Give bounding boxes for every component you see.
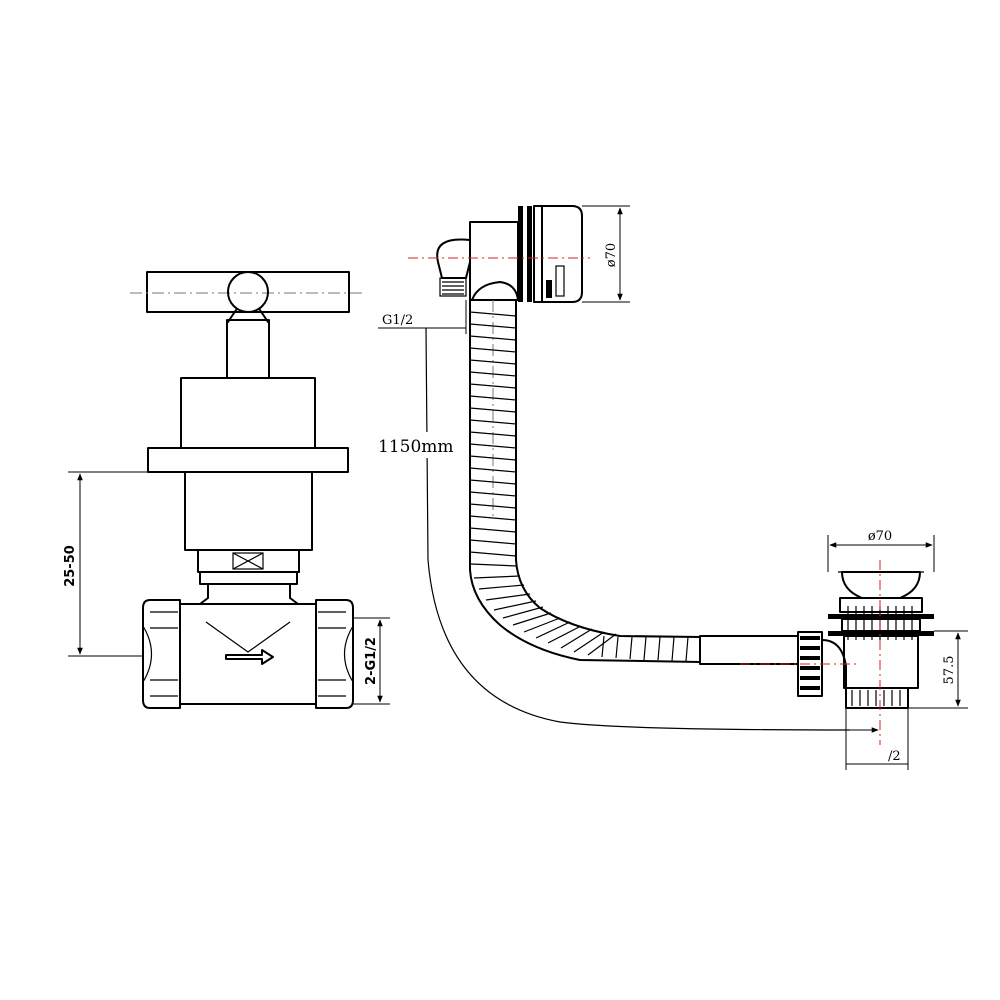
wall-flange xyxy=(147,447,349,473)
overflow-elbow xyxy=(436,238,471,279)
dim-wall-depth-label: 25-50 xyxy=(63,545,78,587)
body-neck xyxy=(199,583,299,605)
click-clack-plug-cap xyxy=(841,571,921,599)
plug-outlet-tail xyxy=(845,687,909,709)
overflow-body xyxy=(469,221,519,301)
handle-hub xyxy=(227,271,269,313)
cover-sleeve xyxy=(180,377,316,449)
overflow-gasket-2 xyxy=(527,206,532,302)
headpart-window xyxy=(232,552,264,570)
plug-gasket-top xyxy=(828,614,934,619)
overflow-gasket-1 xyxy=(518,206,523,302)
body-seat-line xyxy=(205,621,291,653)
overflow-ring xyxy=(533,205,543,303)
overflow-cover xyxy=(541,205,583,303)
plug-body xyxy=(843,635,919,689)
overflow-thread xyxy=(439,277,467,297)
headpart-nut xyxy=(199,571,298,585)
right-nut-detail xyxy=(318,611,354,697)
overflow-outlet-curve xyxy=(471,281,519,301)
right-nut-facets xyxy=(318,627,346,681)
headpart-x-mark xyxy=(232,552,264,570)
dim-overflow-diameter-label: ø70 xyxy=(604,243,619,267)
overflow-slot-1 xyxy=(546,280,552,298)
hose-length-dim-curve xyxy=(425,327,851,731)
hose-length-label-bg xyxy=(376,432,468,458)
plug-tail-threads xyxy=(851,690,901,706)
left-hex-nut xyxy=(142,599,181,709)
valve-bonnet xyxy=(184,471,313,551)
left-nut-facets xyxy=(150,627,178,681)
trap-elbow xyxy=(821,639,847,691)
corrugated-hose-vertical xyxy=(469,299,701,663)
plug-gasket-bottom xyxy=(828,631,934,636)
plug-collar xyxy=(841,618,921,632)
bath-waste-drawing: ø70 G1/2 1150mm xyxy=(376,205,968,770)
overflow-slot-2 xyxy=(555,265,565,297)
spindle xyxy=(226,319,270,379)
dim-plug-diameter-label: ø70 xyxy=(868,529,892,544)
dim-overflow-thread-label: G1/2 xyxy=(382,313,413,328)
union-nut-grip xyxy=(800,636,820,690)
plug-flange xyxy=(839,597,923,613)
stop-valve-drawing: 25-50 2-G1/2 xyxy=(63,271,390,709)
dim-plug-height-label: 57.5 xyxy=(942,656,957,685)
flow-arrow-icon xyxy=(225,649,274,665)
dim-connection-label: 2-G1/2 xyxy=(364,637,379,685)
right-hex-nut xyxy=(315,599,354,709)
dim-outlet-thread-label: /2 xyxy=(888,749,901,764)
left-nut-detail xyxy=(142,611,178,697)
overflow-thread-lines xyxy=(442,281,464,295)
outlet-pipe xyxy=(699,635,799,665)
cross-handle xyxy=(146,271,350,313)
dim-hose-length-label: 1150mm xyxy=(378,437,454,457)
